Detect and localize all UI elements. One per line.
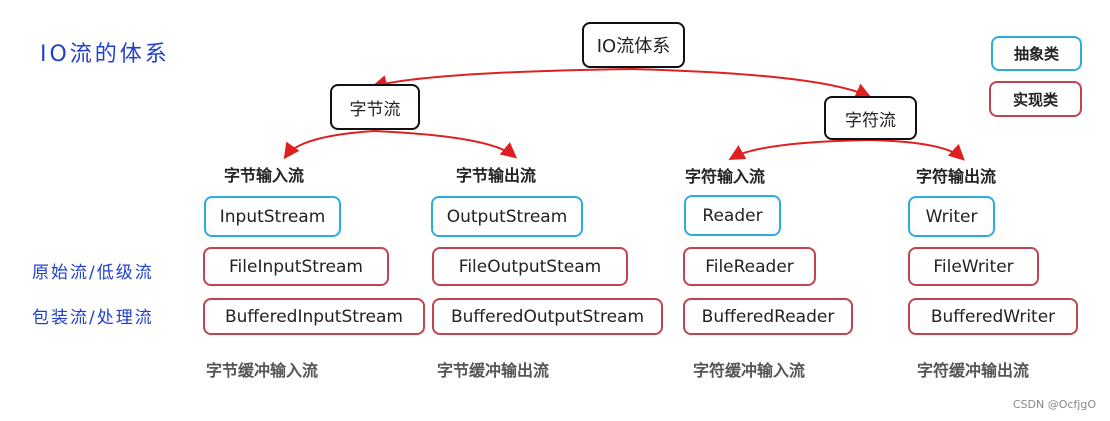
- diagram-title: IO流的体系: [40, 42, 170, 67]
- byte-output-label: 字节输出流: [456, 166, 537, 185]
- arrow-byte-to-input: [283, 130, 375, 160]
- legend-impl: 实现类: [989, 81, 1082, 117]
- byte-stream-node: 字节流: [330, 84, 420, 130]
- byte-input-label: 字节输入流: [224, 166, 305, 185]
- arrow-root-to-char: [631, 68, 872, 99]
- buffered-caption-char-input: 字符缓冲输入流: [693, 361, 806, 380]
- watermark: CSDN @OcfjgO: [1012, 398, 1096, 411]
- arrow-root-to-byte: [371, 68, 633, 91]
- legend-abstract: 抽象类: [991, 36, 1082, 71]
- arrow-char-to-output: [869, 139, 965, 161]
- abstract-class-outputstream: OutputStream: [431, 196, 583, 237]
- impl-class-bufferedinputstream: BufferedInputStream: [203, 298, 425, 335]
- buffered-caption-byte-output: 字节缓冲输出流: [437, 361, 550, 380]
- abstract-class-reader: Reader: [684, 195, 781, 236]
- char-input-label: 字符输入流: [685, 167, 766, 186]
- abstract-class-writer: Writer: [908, 196, 995, 237]
- impl-class-bufferedreader: BufferedReader: [683, 298, 853, 335]
- abstract-class-inputstream: InputStream: [204, 196, 341, 237]
- root-node: IO流体系: [582, 22, 685, 68]
- buffered-caption-char-output: 字符缓冲输出流: [917, 361, 1030, 380]
- impl-class-fileoutputsteam: FileOutputSteam: [432, 247, 628, 286]
- arrow-byte-to-output: [373, 130, 518, 159]
- impl-class-fileinputstream: FileInputStream: [203, 247, 389, 286]
- impl-class-bufferedoutputstream: BufferedOutputStream: [432, 298, 663, 335]
- char-output-label: 字符输出流: [916, 167, 997, 186]
- impl-class-filereader: FileReader: [683, 247, 816, 286]
- char-stream-node: 字符流: [824, 96, 917, 140]
- impl-class-bufferedwriter: BufferedWriter: [908, 298, 1078, 335]
- arrow-char-to-input: [728, 139, 871, 160]
- row-label-primitive: 原始流/低级流: [32, 263, 154, 283]
- impl-class-filewriter: FileWriter: [908, 247, 1039, 286]
- row-label-wrapper: 包装流/处理流: [32, 308, 154, 328]
- buffered-caption-byte-input: 字节缓冲输入流: [206, 361, 319, 380]
